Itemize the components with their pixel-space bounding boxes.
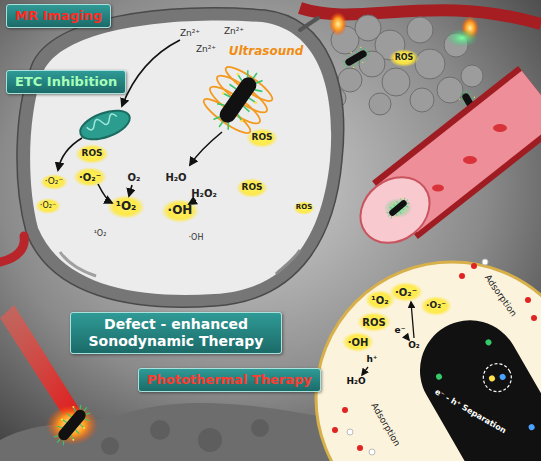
therapy-tag: ETC Inhibition [6, 70, 126, 94]
species-label: ·O₂⁻ [395, 287, 417, 298]
ion-label: Zn²⁺ [180, 29, 200, 39]
species-label: ·OH [189, 234, 204, 243]
species-label: H₂O [346, 377, 365, 387]
tag-text: Photothermal Therapy [147, 372, 312, 388]
ros-label: ROS [251, 133, 272, 143]
species-label: O₂ [408, 341, 420, 351]
species-label: ¹O₂ [94, 230, 107, 239]
tag-text: ETC Inhibition [15, 74, 117, 90]
species-label: ·OH [168, 204, 193, 217]
ros-label: ROS [296, 204, 312, 212]
species-label: ·O₂⁻ [79, 172, 101, 183]
ion-label: Zn²⁺ [196, 45, 216, 55]
species-label: ·O₂⁻ [40, 202, 56, 211]
ros-label: ROS [241, 183, 262, 193]
tag-text: MR Imaging [15, 8, 102, 24]
charge-label: e⁻ [395, 326, 406, 336]
species-label: ·O₂⁻ [45, 177, 63, 187]
tag-text: Defect - enhanced Sonodynamic Therapy [79, 316, 273, 350]
species-label: H₂O₂ [191, 188, 217, 199]
ros-label: ROS [81, 149, 102, 159]
species-label: O₂ [128, 172, 141, 183]
ros-label: ROS [362, 317, 385, 328]
species-label: ¹O₂ [371, 295, 388, 306]
therapy-tag: Photothermal Therapy [138, 368, 321, 392]
ros-label: ROS [395, 54, 414, 63]
therapy-tag: Defect - enhanced Sonodynamic Therapy [70, 312, 282, 354]
therapy-tag: MR Imaging [6, 4, 111, 28]
species-label: H₂O [165, 172, 186, 183]
charge-label: h⁺ [366, 355, 377, 365]
species-label: ·OH [348, 337, 369, 348]
ion-label: Zn²⁺ [224, 27, 244, 37]
ultrasound-label: Ultrasound [229, 45, 304, 58]
species-label: ¹O₂ [116, 200, 137, 213]
species-label: ·O₂⁻ [426, 301, 446, 311]
